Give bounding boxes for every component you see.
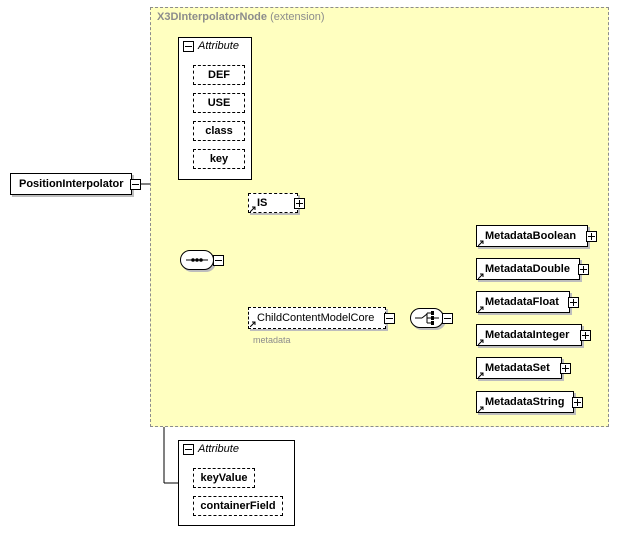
expand-metadata-boolean-icon[interactable]: [586, 231, 597, 242]
attribute-containerfield[interactable]: containerField: [193, 496, 283, 516]
collapse-attribute-group-icon[interactable]: [183, 41, 194, 52]
expand-metadata-set-icon[interactable]: [560, 363, 571, 374]
reference-arrow-icon: [478, 306, 484, 312]
reference-arrow-icon: [478, 273, 484, 279]
metadata-set-label: MetadataSet: [485, 362, 550, 374]
metadata-string-node[interactable]: MetadataString: [476, 391, 574, 413]
reference-arrow-icon: [478, 372, 484, 378]
extension-name: X3DInterpolatorNode: [157, 11, 268, 23]
sequence-compositor[interactable]: [180, 250, 214, 270]
metadata-integer-label: MetadataInteger: [485, 329, 570, 341]
reference-arrow-icon: [478, 406, 484, 412]
root-element-node[interactable]: PositionInterpolator: [10, 173, 132, 195]
collapse-own-attribute-group-icon[interactable]: [183, 444, 194, 455]
expand-is-icon[interactable]: [294, 198, 305, 209]
reference-arrow-icon: [250, 206, 256, 212]
is-element-label: IS: [257, 197, 268, 209]
attribute-class[interactable]: class: [193, 121, 245, 141]
collapse-sequence-icon[interactable]: [213, 255, 224, 266]
extension-title: X3DInterpolatorNode (extension): [157, 11, 325, 23]
metadata-double-node[interactable]: MetadataDouble: [476, 258, 580, 280]
extension-suffix: (extension): [270, 11, 325, 23]
metadata-boolean-node[interactable]: MetadataBoolean: [476, 225, 588, 247]
expand-metadata-double-icon[interactable]: [578, 264, 589, 275]
collapse-root-icon[interactable]: [130, 179, 141, 190]
attribute-group-heading: Attribute: [198, 40, 239, 52]
collapse-choice-icon[interactable]: [442, 313, 453, 324]
expand-metadata-float-icon[interactable]: [568, 297, 579, 308]
own-attribute-group-heading: Attribute: [198, 443, 239, 455]
child-content-group-node[interactable]: ChildContentModelCore: [248, 307, 386, 329]
root-element-label: PositionInterpolator: [19, 178, 124, 190]
expand-metadata-integer-icon[interactable]: [580, 330, 591, 341]
metadata-string-label: MetadataString: [485, 396, 565, 408]
choice-compositor[interactable]: [410, 308, 444, 328]
child-content-note: metadata: [253, 335, 291, 345]
attribute-keyvalue[interactable]: keyValue: [193, 468, 255, 488]
sequence-icon: [186, 258, 208, 262]
metadata-float-label: MetadataFloat: [485, 296, 559, 308]
attribute-key[interactable]: key: [193, 149, 245, 169]
metadata-integer-node[interactable]: MetadataInteger: [476, 324, 582, 346]
attribute-def[interactable]: DEF: [193, 65, 245, 85]
metadata-float-node[interactable]: MetadataFloat: [476, 291, 570, 313]
collapse-child-content-icon[interactable]: [384, 313, 395, 324]
expand-metadata-string-icon[interactable]: [572, 397, 583, 408]
attribute-use[interactable]: USE: [193, 93, 245, 113]
reference-arrow-icon: [250, 321, 256, 327]
choice-icon: [415, 311, 439, 325]
child-content-group-label: ChildContentModelCore: [257, 312, 375, 324]
reference-arrow-icon: [478, 240, 484, 246]
metadata-double-label: MetadataDouble: [485, 263, 570, 275]
metadata-set-node[interactable]: MetadataSet: [476, 357, 562, 379]
reference-arrow-icon: [478, 339, 484, 345]
metadata-boolean-label: MetadataBoolean: [485, 230, 577, 242]
